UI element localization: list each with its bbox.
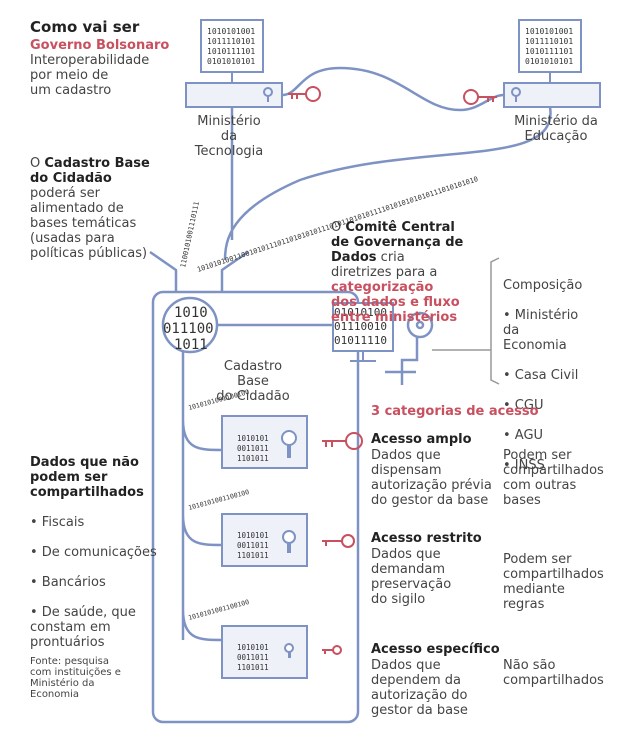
composicao-title: Composição [503, 278, 583, 293]
svg-text:1010101: 1010101 [237, 643, 269, 652]
svg-text:0101010101: 0101010101 [207, 57, 255, 66]
nao-compartilhados-item-3: • Bancários [30, 575, 106, 590]
data-box-3 [221, 625, 308, 679]
header-subtitle: Governo Bolsonaro [30, 38, 170, 53]
data-box-2 [221, 513, 308, 567]
cadastro-label: Cadastro Base do Cidadão [216, 359, 290, 404]
svg-text:1101011: 1101011 [237, 551, 269, 560]
ministry-link-cable [281, 66, 505, 112]
comite-bold: Comitê Central de Governança de Dados [331, 220, 464, 265]
key-restrito-icon [322, 534, 355, 548]
svg-text:01011110: 01011110 [334, 334, 387, 347]
comite-pre: O [331, 220, 346, 235]
categorias-title: 3 categorias de acesso [371, 404, 539, 419]
svg-text:1011110101: 1011110101 [525, 37, 573, 46]
key-especifico-icon [322, 645, 342, 655]
box-binary-3: 1010101 0011011 1101011 [237, 643, 269, 672]
categoria-especifico-result: Não são compartilhados [503, 658, 604, 688]
nao-compartilhados-item-4: • De saúde, que constam em prontuários [30, 605, 136, 650]
svg-text:1101011: 1101011 [237, 454, 269, 463]
svg-text:0011011: 0011011 [237, 541, 269, 550]
cable-binary-left: 1100101001110111 [179, 201, 201, 269]
categoria-amplo-desc: Dados que dispensam autorização prévia d… [371, 448, 492, 508]
categoria-restrito-desc: Dados que demandam preservação do sigilo [371, 547, 452, 607]
box-binary-1: 1010101 0011011 1101011 [237, 434, 269, 463]
data-box-1 [221, 415, 308, 469]
pipe-binary-3: 1010101001100100 [187, 598, 250, 622]
svg-text:01110010: 01110010 [334, 320, 387, 333]
comite-description: O Comitê Central de Governança de Dados … [331, 205, 463, 325]
ministry-cable [223, 106, 552, 261]
svg-text:1010101: 1010101 [237, 434, 269, 443]
data-pipe [181, 352, 223, 642]
composicao-block: Composição • Ministério da Economia • Ca… [503, 263, 582, 488]
composicao-item-5: • INSS [503, 458, 545, 473]
svg-text:1010101001: 1010101001 [207, 27, 255, 36]
svg-text:1010111101: 1010111101 [207, 47, 255, 56]
svg-text:011100: 011100 [163, 321, 214, 337]
comite-computer-icon [332, 302, 394, 362]
categoria-restrito-result: Podem ser compartilhados mediante regras [503, 552, 604, 612]
fonte-note: Fonte: pesquisa com instituições e Minis… [30, 656, 121, 700]
comite-red: categorização dos dados e fluxo entre mi… [331, 280, 460, 325]
composicao-bracket [432, 257, 500, 385]
header-title: Como vai ser [30, 18, 140, 36]
categoria-amplo-title: Acesso amplo [371, 432, 472, 447]
composicao-item-4: • AGU [503, 428, 544, 443]
cadastro-bold: Cadastro Base do Cidadão [30, 156, 150, 186]
svg-text:1010111101: 1010111101 [525, 47, 573, 56]
composicao-item-1: • Ministério da Economia [503, 308, 579, 353]
svg-text:01010100: 01010100 [334, 306, 387, 319]
pipe-binary-2: 1010101001100100 [187, 488, 250, 512]
nao-compartilhados-block: Dados que não podem ser compartilhados •… [30, 440, 157, 665]
svg-text:1011: 1011 [174, 337, 208, 353]
categoria-amplo-result: Podem ser compartilhados com outras base… [503, 448, 604, 508]
cadastro-post: poderá ser alimentado de bases temáticas… [30, 186, 148, 261]
svg-text:1010: 1010 [174, 305, 208, 321]
composicao-item-3: • CGU [503, 398, 544, 413]
key-left-icon [288, 86, 321, 102]
ministry-left-label: Ministério da Tecnologia [194, 114, 264, 159]
screen-binary-left: 1010101001 1011110101 1010111101 0101010… [207, 27, 255, 66]
categoria-especifico-title: Acesso específico [371, 642, 500, 657]
database-funnel [149, 250, 249, 292]
svg-text:0011011: 0011011 [237, 444, 269, 453]
key-amplo-icon [322, 432, 363, 450]
svg-text:1010101001: 1010101001 [525, 27, 573, 36]
categoria-restrito-title: Acesso restrito [371, 531, 482, 546]
comite-mid: cria diretrizes para a [331, 250, 438, 280]
svg-text:1010101: 1010101 [237, 531, 269, 540]
composicao-item-2: • Casa Civil [503, 368, 579, 383]
box-binary-2: 1010101 0011011 1101011 [237, 531, 269, 560]
cadastro-description: O Cadastro Base do Cidadão poderá ser al… [30, 141, 150, 261]
nao-compartilhados-item-2: • De comunicações [30, 545, 157, 560]
svg-text:1011110101: 1011110101 [207, 37, 255, 46]
computer-left-icon [185, 19, 283, 108]
nao-compartilhados-item-1: • Fiscais [30, 515, 85, 530]
svg-text:1101011: 1101011 [237, 663, 269, 672]
header-desc: Interoperabilidade por meio de um cadast… [30, 53, 150, 98]
categoria-especifico-desc: Dados que dependem da autorização do ges… [371, 658, 468, 718]
comite-binary: 01010100 01110010 01011110 [334, 306, 387, 347]
ministry-right-label: Ministério da Educação [514, 114, 598, 144]
cadastro-pre: O [30, 156, 45, 171]
database-binary: 1010 011100 1011 [163, 305, 214, 353]
screen-binary-right: 1010101001 1011110101 1010111101 0101010… [525, 27, 573, 66]
computer-right-icon [503, 19, 601, 108]
main-container [151, 290, 360, 724]
nao-compartilhados-title: Dados que não podem ser compartilhados [30, 455, 144, 500]
svg-text:0011011: 0011011 [237, 653, 269, 662]
comite-person-icon [385, 311, 434, 385]
svg-text:0101010101: 0101010101 [525, 57, 573, 66]
key-right-icon [463, 89, 497, 105]
